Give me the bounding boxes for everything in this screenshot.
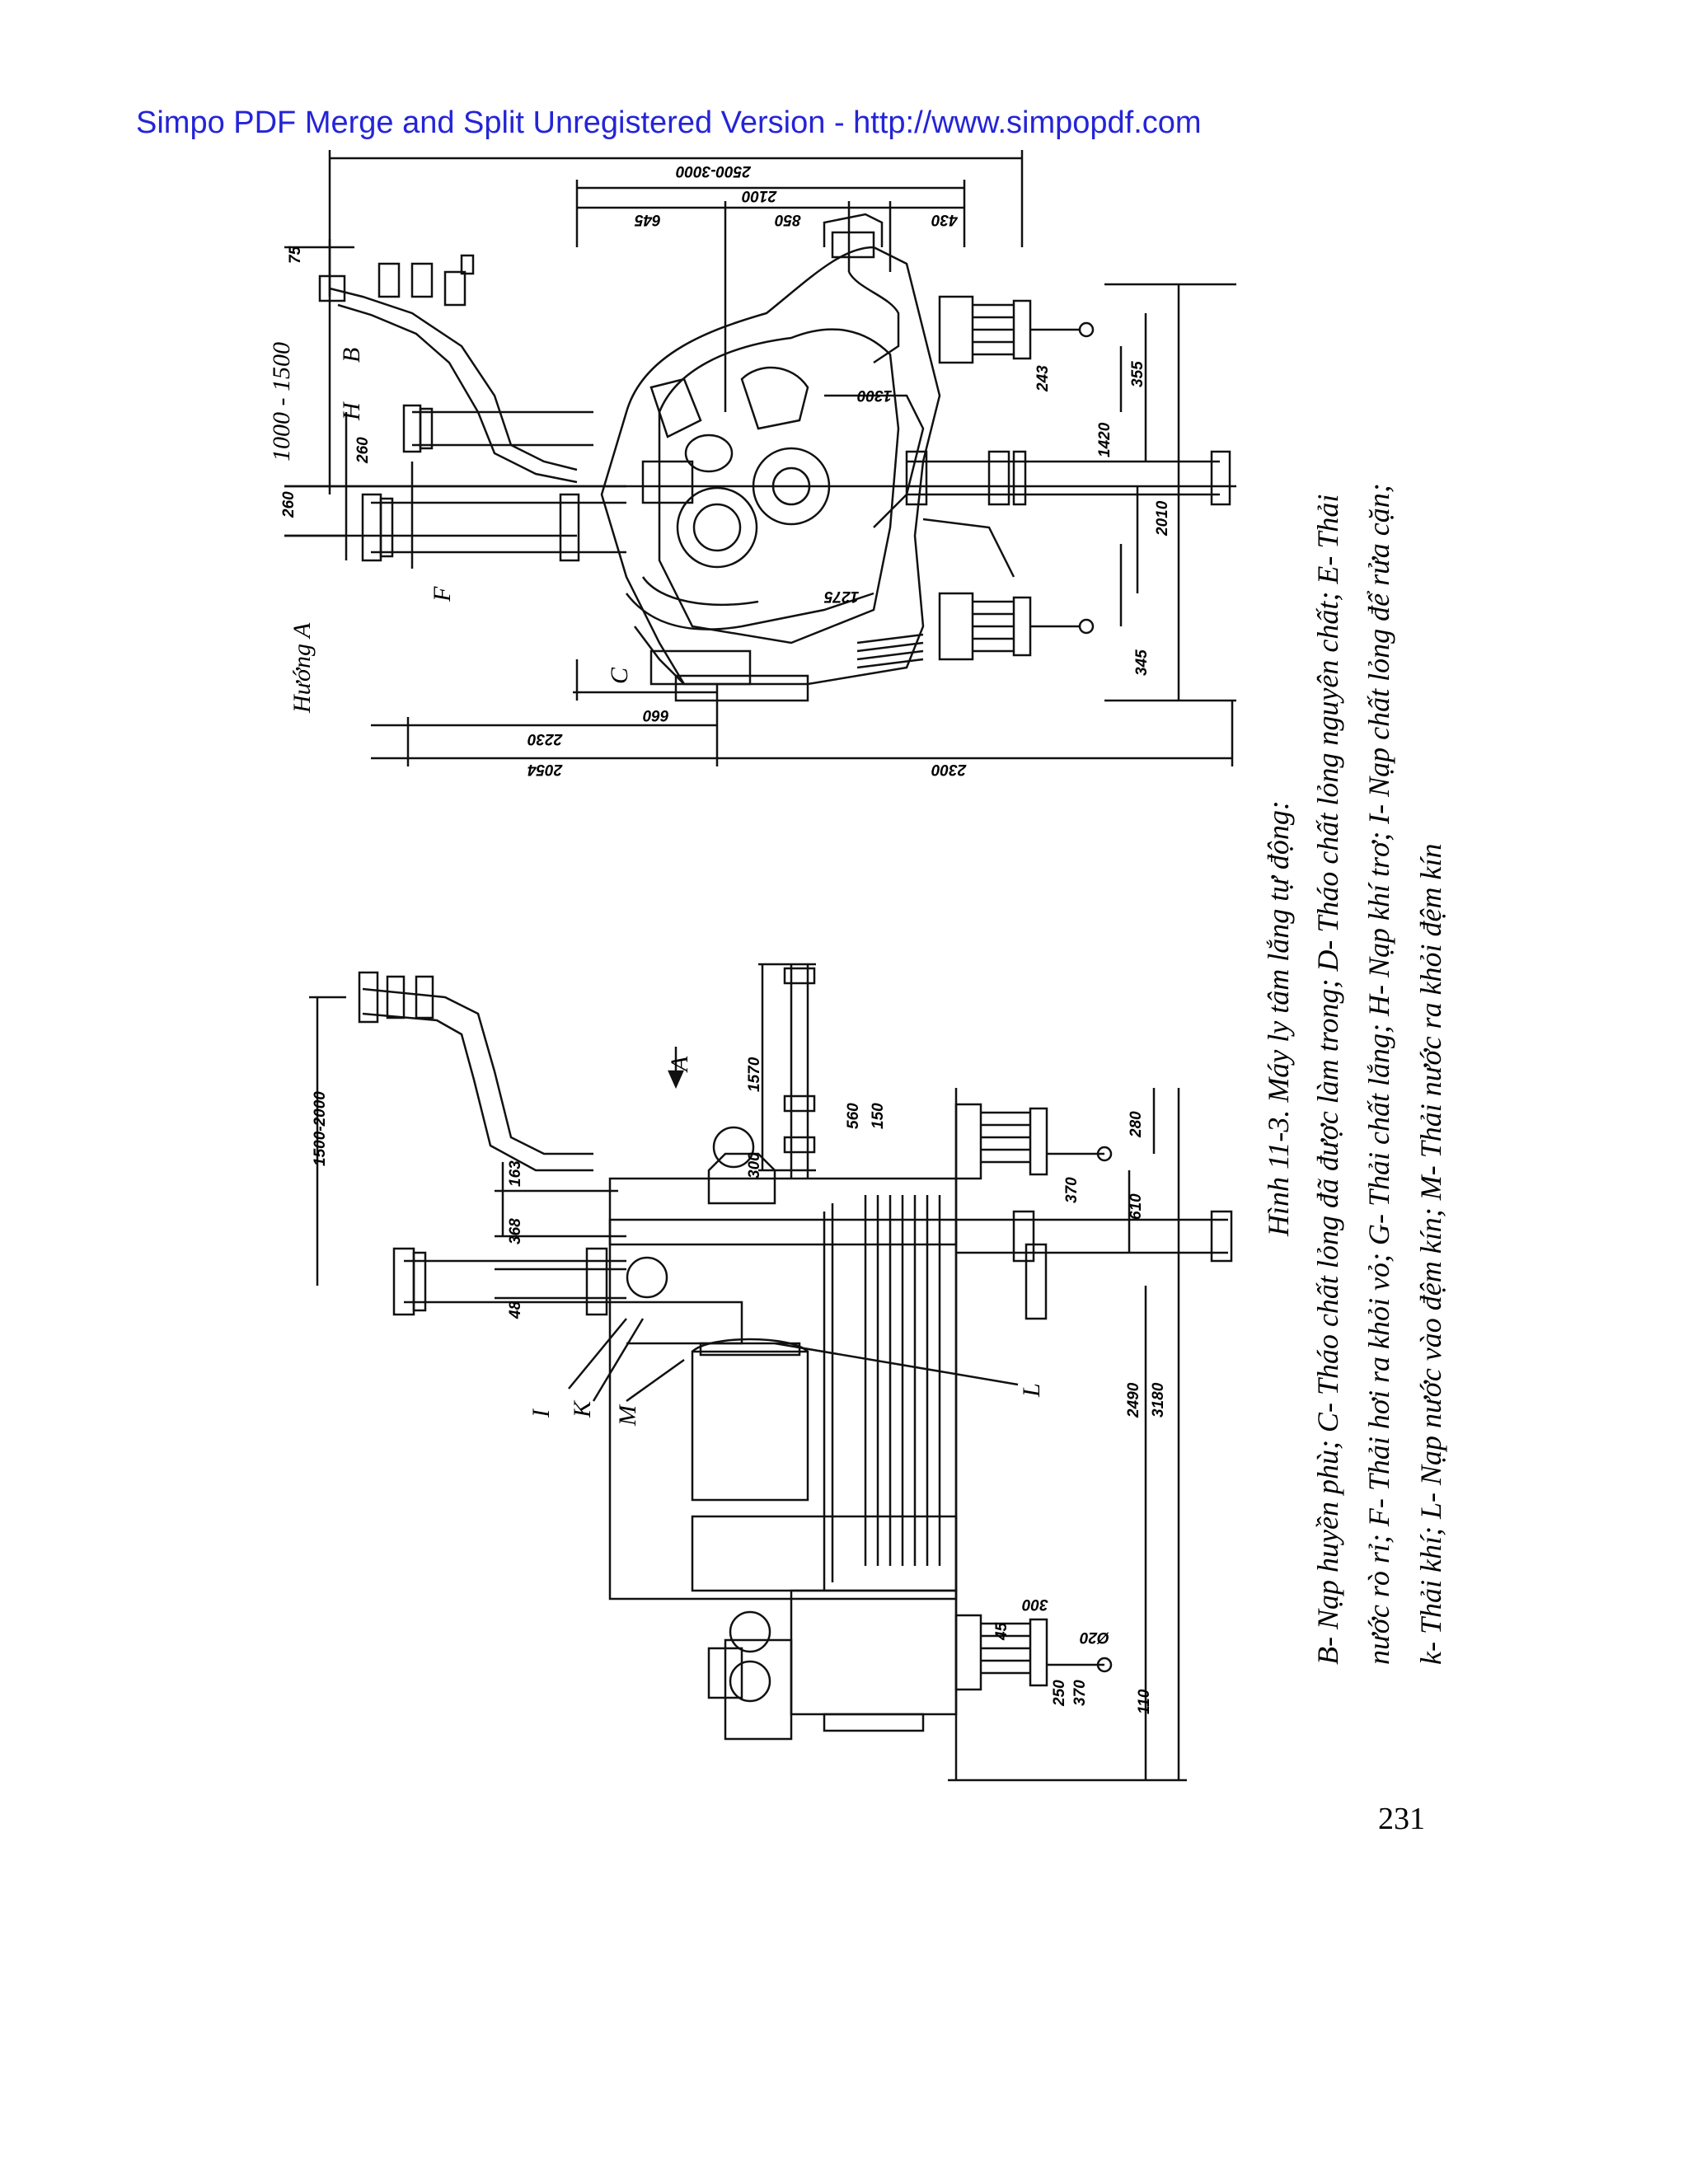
caption-line-1: B- Nạp huyền phù; C- Tháo chất lỏng đã đ… (1311, 494, 1344, 1665)
dim-645: 645 (635, 211, 661, 228)
dim-355: 355 (1129, 361, 1146, 387)
dim-260-a: 260 (280, 491, 298, 518)
label-K: K (569, 1400, 596, 1418)
direction-label: Hướng A (288, 622, 316, 713)
dim-260-b: 260 (354, 437, 372, 463)
dim-3180: 3180 (1150, 1382, 1167, 1418)
dim-370-a: 370 (1063, 1177, 1081, 1203)
label-I: I (528, 1409, 555, 1418)
feed-fittings-top (318, 254, 475, 307)
dim-243: 243 (1034, 365, 1052, 391)
dim-2010: 2010 (1154, 500, 1171, 536)
dim-610: 610 (1128, 1193, 1145, 1220)
label-C: C (606, 667, 633, 684)
page-number: 231 (1378, 1802, 1425, 1836)
caption-line-2: nước rò rỉ; F- Thải hơi ra khỏi vỏ; G- T… (1362, 483, 1395, 1665)
dim-660: 660 (643, 706, 669, 724)
dim-2100: 2100 (742, 187, 777, 204)
dim-368: 368 (507, 1218, 524, 1244)
dim-370-b: 370 (1071, 1680, 1089, 1706)
dim-1300: 1300 (857, 387, 893, 404)
label-L: L (1018, 1383, 1045, 1397)
side-view-drawing (309, 963, 1233, 1782)
dim-2054: 2054 (528, 761, 563, 778)
spring-side-bottom (954, 1614, 1113, 1691)
label-F: F (429, 586, 456, 602)
dim-1570: 1570 (746, 1057, 763, 1092)
dim-75: 75 (287, 246, 304, 264)
spring-side-top (954, 1103, 1113, 1180)
dim-560: 560 (845, 1103, 862, 1129)
dim-1275: 1275 (824, 588, 860, 605)
dim-2230: 2230 (528, 730, 563, 748)
dim-150: 150 (870, 1103, 887, 1129)
dim-48: 48 (507, 1301, 524, 1319)
figure-title: Hình 11-3. Máy ly tâm lắng tự động: (1262, 800, 1295, 1236)
watermark-text: Simpo PDF Merge and Split Unregistered V… (136, 105, 1202, 140)
dim-345: 345 (1133, 649, 1151, 676)
dim-430: 430 (931, 211, 958, 228)
arrow-label-A: A (666, 1056, 693, 1071)
caption-line-3: k- Thải khí; L- Nạp nước vào đệm kín; M-… (1414, 843, 1447, 1665)
dim-250: 250 (1051, 1680, 1068, 1706)
dim-300-a: 300 (746, 1152, 763, 1179)
dim-110: 110 (1136, 1689, 1153, 1714)
label-M: M (614, 1405, 641, 1426)
dim-2500-3000: 2500-3000 (676, 162, 751, 180)
top-view-drawing (284, 150, 1236, 766)
feed-fittings-side (358, 971, 434, 1024)
dim-1500-2000: 1500-2000 (312, 1091, 329, 1166)
dim-280: 280 (1128, 1111, 1145, 1137)
dim-1420: 1420 (1096, 422, 1114, 457)
dim-163: 163 (507, 1160, 524, 1187)
label-H: H (338, 402, 365, 420)
dim-2490: 2490 (1125, 1382, 1142, 1418)
dim-d20: Ø20 (1080, 1629, 1109, 1646)
spring-top (938, 295, 1095, 364)
label-B: B (338, 347, 365, 363)
range-label: 1000 - 1500 (268, 342, 295, 462)
dim-850: 850 (775, 211, 801, 228)
dim-2300: 2300 (931, 761, 967, 778)
spring-bottom (938, 592, 1095, 661)
dim-45: 45 (993, 1622, 1010, 1640)
dim-300-b: 300 (1022, 1596, 1048, 1613)
